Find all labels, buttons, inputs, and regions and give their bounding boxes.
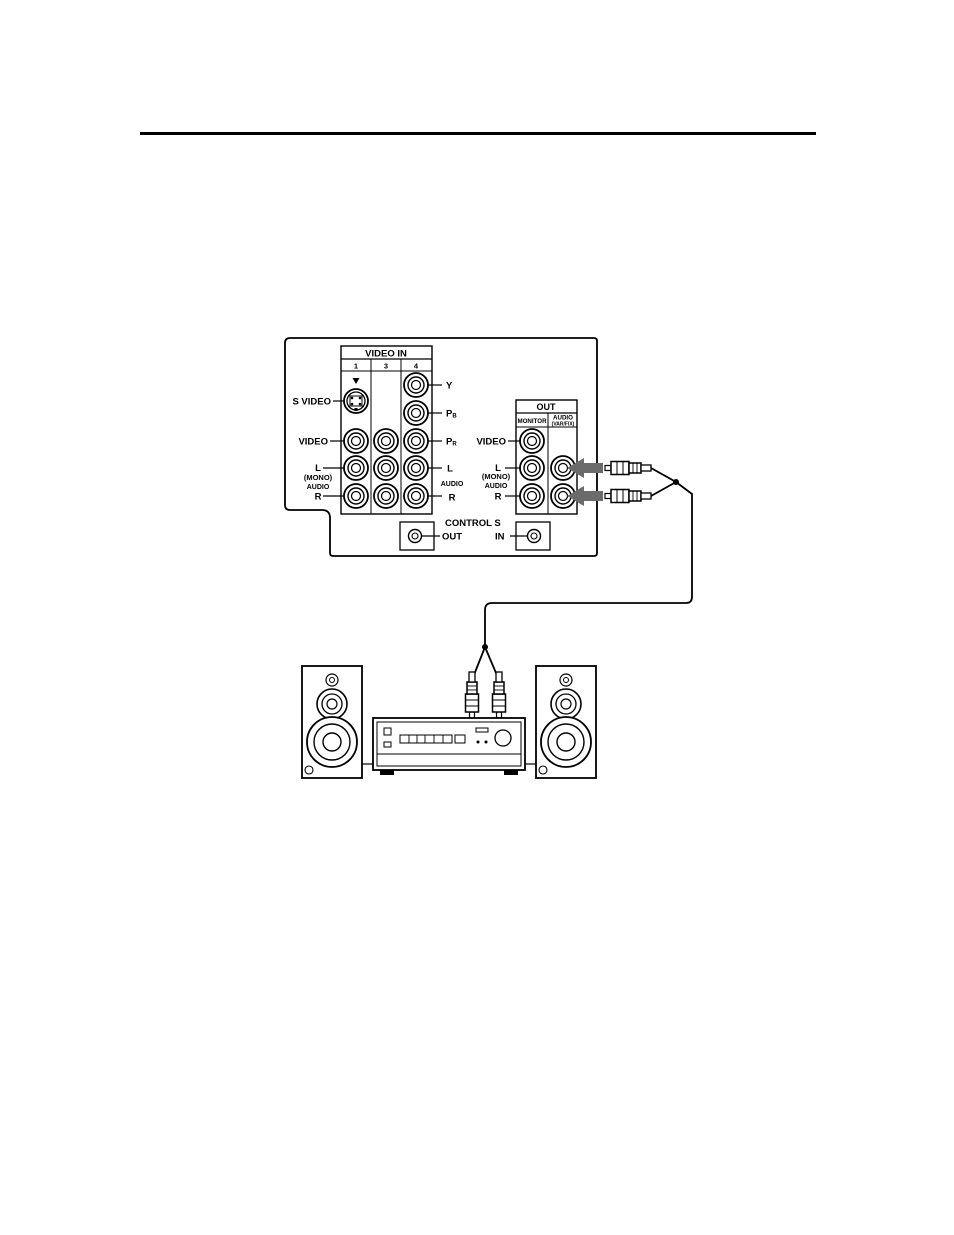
amplifier-icon xyxy=(372,717,526,775)
audio-l-4-jack-icon xyxy=(403,455,429,481)
control-s-out-label: OUT xyxy=(442,532,462,543)
rca-plug-icon xyxy=(604,488,652,504)
label-l-out: L xyxy=(495,463,501,474)
input-number-3: 3 xyxy=(384,362,388,371)
audio-r-1-jack-icon xyxy=(343,483,369,509)
label-mono-in: (MONO) xyxy=(304,473,333,482)
header-rule xyxy=(140,132,816,135)
label-y: Y xyxy=(446,381,453,392)
label-pb-main: P xyxy=(446,409,453,420)
input-number-1: 1 xyxy=(354,362,358,371)
label-l-in: L xyxy=(315,463,321,474)
label-audio-out: AUDIO xyxy=(485,483,508,490)
label-video-out: VIDEO xyxy=(476,437,506,448)
label-mono-out: (MONO) xyxy=(482,472,511,481)
label-r-comp: R xyxy=(449,493,456,504)
out-title: OUT xyxy=(537,402,557,412)
label-audio-comp: AUDIO xyxy=(441,481,464,488)
left-speaker-icon xyxy=(301,665,363,779)
label-pb-sub: B xyxy=(452,414,457,420)
label-pb: PB xyxy=(446,409,457,420)
control-s-in-label: IN xyxy=(495,532,505,543)
audio-l-3-jack-icon xyxy=(373,455,399,481)
monitor-video-out-jack-icon xyxy=(519,428,545,454)
video-in-title: VIDEO IN xyxy=(365,349,407,360)
label-s-video: S VIDEO xyxy=(292,397,331,408)
label-audio-in: AUDIO xyxy=(307,484,330,491)
video-3-jack-icon xyxy=(373,428,399,454)
audio-r-4-jack-icon xyxy=(403,483,429,509)
signal-arrow-icon xyxy=(567,458,603,506)
out-monitor-label: MONITOR xyxy=(517,418,547,425)
cable-junction xyxy=(673,479,679,485)
label-pr: PR xyxy=(446,437,457,448)
label-l-comp: L xyxy=(447,464,453,475)
pr-4-jack-icon xyxy=(403,428,429,454)
label-pr-sub: R xyxy=(452,442,457,448)
monitor-audio-r-out-jack-icon xyxy=(519,483,545,509)
monitor-audio-l-out-jack-icon xyxy=(519,455,545,481)
label-video-in: VIDEO xyxy=(298,437,328,448)
label-r-in: R xyxy=(315,492,322,503)
audio-r-3-jack-icon xyxy=(373,483,399,509)
y-4-jack-icon xyxy=(403,372,429,398)
label-pr-main: P xyxy=(446,437,453,448)
video-1-jack-icon xyxy=(343,428,369,454)
tv-rear-panel: VIDEO IN 1 3 4 S VIDEO xyxy=(284,337,598,557)
right-speaker-icon xyxy=(535,665,597,779)
rca-plug-icon xyxy=(491,671,507,719)
out-varfix-label: (VAR/FIX) xyxy=(552,422,575,428)
input-number-4: 4 xyxy=(414,362,419,371)
rca-plug-icon xyxy=(464,671,480,719)
rca-plug-icon xyxy=(604,460,652,476)
control-s-title: CONTROL S xyxy=(445,518,501,529)
out-audio-label: AUDIO xyxy=(553,415,573,422)
cable-junction-lower xyxy=(482,644,488,650)
pb-4-jack-icon xyxy=(403,400,429,426)
audio-l-1-jack-icon xyxy=(343,455,369,481)
label-r-out: R xyxy=(495,492,502,503)
s-video-jack-icon xyxy=(343,378,369,414)
